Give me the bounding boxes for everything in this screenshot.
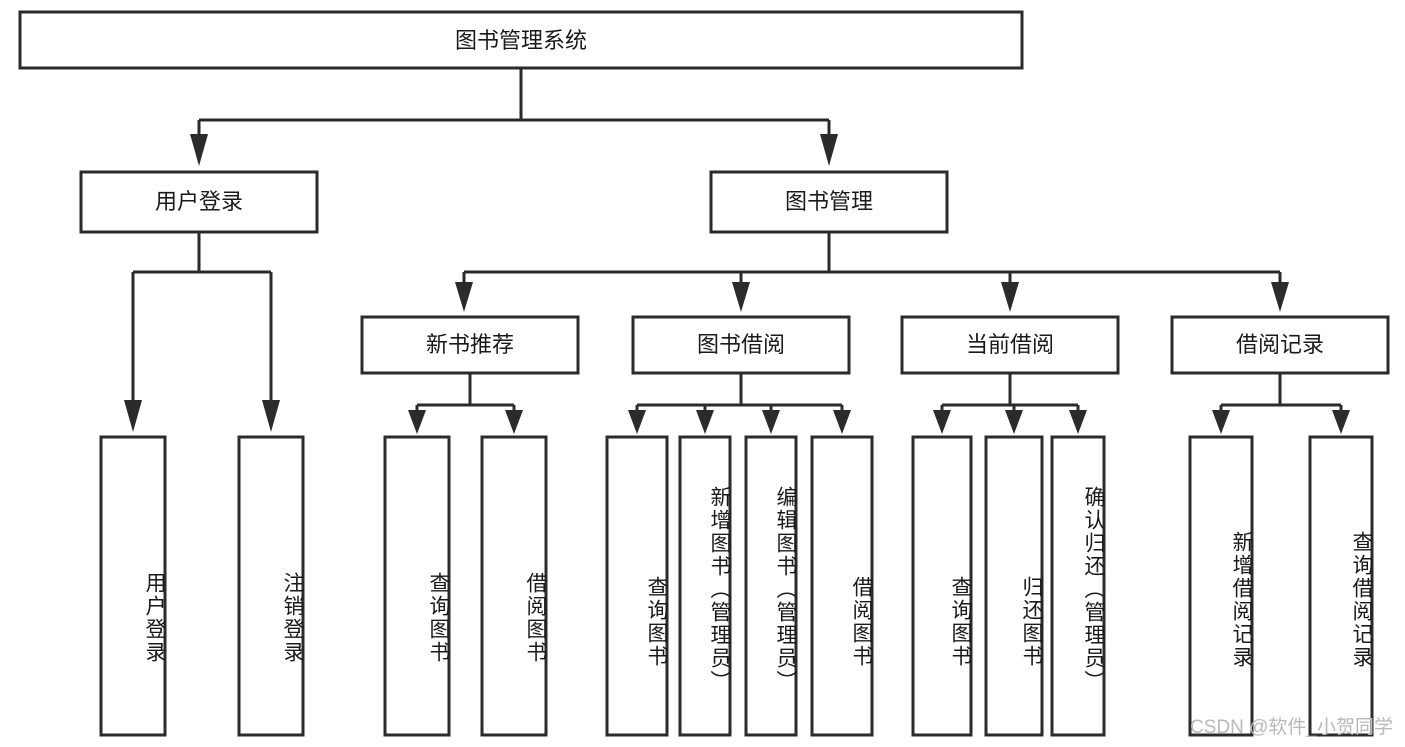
- connector-group-user-login: [124, 232, 280, 432]
- node-root-label: 图书管理系统: [455, 28, 587, 53]
- node-current-borrow[interactable]: 当前借阅: [900, 315, 1120, 375]
- node-leaf-box[interactable]: [1188, 435, 1254, 737]
- node-new-book-recommend-box[interactable]: [360, 315, 580, 375]
- connector-group-new-book-rec: [408, 373, 523, 434]
- node-leaf-box[interactable]: [383, 435, 451, 737]
- node-leaf-box[interactable]: [1308, 435, 1374, 737]
- node-leaf-box[interactable]: [237, 435, 305, 737]
- arrow-head-icon: [455, 282, 473, 312]
- arrow-head-icon: [408, 410, 426, 434]
- arrow-head-icon: [628, 410, 646, 434]
- csdn-watermark: CSDN @软件_小贺同学: [1190, 717, 1393, 738]
- arrow-head-icon: [696, 410, 714, 434]
- arrow-head-icon: [933, 410, 951, 434]
- arrow-head-icon: [1001, 282, 1019, 312]
- node-book-borrow[interactable]: 图书借阅: [631, 315, 851, 375]
- node-current-borrow-box[interactable]: [900, 315, 1120, 375]
- node-leaf-box[interactable]: [911, 435, 973, 737]
- node-current-borrow-label: 当前借阅: [966, 332, 1054, 357]
- arrow-head-icon: [833, 410, 851, 434]
- node-root[interactable]: 图书管理系统: [18, 10, 1024, 70]
- node-borrow-record-box[interactable]: [1170, 315, 1390, 375]
- node-new-book-recommend-label: 新书推荐: [426, 332, 514, 357]
- node-borrow-record-label: 借阅记录: [1236, 332, 1324, 357]
- node-book-management-label: 图书管理: [785, 189, 873, 214]
- node-leaf-box[interactable]: [99, 435, 167, 737]
- node-leaf-box[interactable]: [605, 435, 669, 737]
- connector-group-current-borrow: [933, 373, 1087, 434]
- arrow-head-icon: [1005, 410, 1023, 434]
- node-user-login-box[interactable]: [79, 170, 319, 234]
- node-leaf-box[interactable]: [480, 435, 548, 737]
- arrow-head-icon: [1332, 410, 1350, 434]
- arrow-head-icon: [762, 410, 780, 434]
- node-leaf-box[interactable]: [744, 435, 798, 737]
- node-new-book-recommend[interactable]: 新书推荐: [360, 315, 580, 375]
- node-book-borrow-box[interactable]: [631, 315, 851, 375]
- node-borrow-record[interactable]: 借阅记录: [1170, 315, 1390, 375]
- node-user-login[interactable]: 用户登录: [79, 170, 319, 234]
- node-leaf-box[interactable]: [810, 435, 874, 737]
- arrow-head-icon: [124, 400, 142, 432]
- arrow-head-icon: [732, 282, 750, 312]
- connector-group-book-borrow: [628, 373, 851, 434]
- arrow-head-icon: [1069, 410, 1087, 434]
- connector-group-root: [190, 68, 838, 166]
- node-root-box[interactable]: [18, 10, 1024, 70]
- arrow-head-icon: [820, 134, 838, 166]
- arrow-head-icon: [190, 134, 208, 166]
- arrow-head-icon: [1212, 410, 1230, 434]
- node-book-management[interactable]: 图书管理: [709, 170, 949, 234]
- node-book-borrow-label: 图书借阅: [697, 332, 785, 357]
- node-leaf-box[interactable]: [678, 435, 732, 737]
- node-leaf-box[interactable]: [1050, 435, 1106, 737]
- node-leaf-box[interactable]: [984, 435, 1044, 737]
- node-user-login-label: 用户登录: [155, 189, 243, 214]
- arrow-head-icon: [1271, 282, 1289, 312]
- connector-group-book-mgmt: [455, 232, 1289, 312]
- connector-group-borrow-record: [1212, 373, 1350, 434]
- arrow-head-icon: [505, 410, 523, 434]
- arrow-head-icon: [262, 400, 280, 432]
- node-book-management-box[interactable]: [709, 170, 949, 234]
